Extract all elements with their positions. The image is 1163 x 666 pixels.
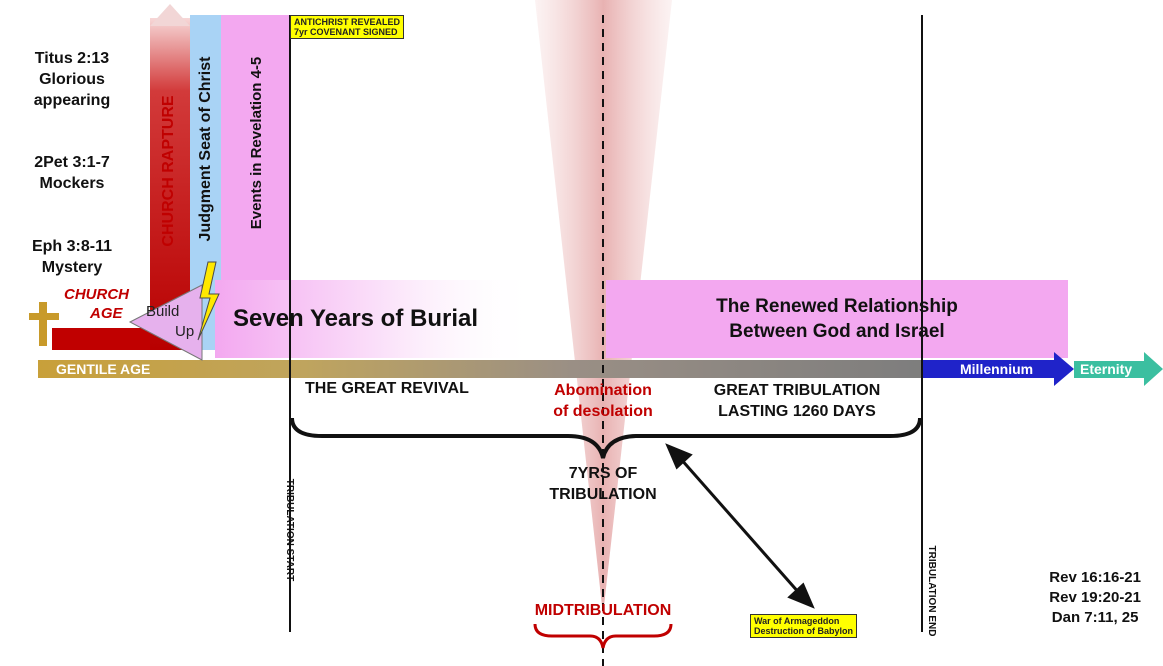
seven-years-brace [290, 417, 922, 459]
up-label: Up [175, 323, 195, 340]
midtribulation-cone [535, 0, 672, 615]
great-trib-line-2: LASTING 1260 DAYS [718, 403, 876, 420]
renewed-line-1: The Renewed Relationship [716, 296, 958, 317]
seven-yrs-line-1: 7YRS OF [568, 465, 638, 482]
antichrist-note: ANTICHRIST REVEALED 7yr COVENANT SIGNED [290, 15, 405, 39]
millennium-label: Millennium [960, 361, 1034, 377]
armageddon-double-arrow [665, 443, 815, 609]
eternity-label: Eternity [1080, 361, 1133, 377]
judgment-seat-label: Judgment Seat of Christ [197, 56, 214, 242]
burial-band [215, 280, 535, 358]
cross-icon [29, 302, 59, 346]
events-revelation-label: Events in Revelation 4-5 [248, 56, 265, 230]
right-references: Rev 16:16-21 Rev 19:20-21 Dan 7:11, 25 [1049, 568, 1141, 628]
midtribulation-brace [533, 623, 673, 649]
abomination-line-1: Abomination [554, 382, 652, 399]
age-label: AGE [90, 305, 123, 322]
ephesians-ref-text: Eph 3:8-11 [31, 238, 113, 255]
great-revival-label: THE GREAT REVIVAL [305, 380, 469, 397]
lightning-bolt-icon [197, 261, 220, 341]
millennium-arrow [922, 352, 1074, 386]
ephesians-desc-text: Mystery [41, 259, 103, 276]
armageddon-line-1: War of Armageddon [754, 616, 840, 626]
seven-years-tribulation-label: 7YRS OF TRIBULATION [535, 463, 671, 505]
armageddon-note: War of Armageddon Destruction of Babylon [750, 614, 858, 638]
gentile-age-axis [38, 360, 928, 378]
rapture-arrowhead [150, 4, 190, 26]
seven-yrs-line-2: TRIBULATION [549, 486, 657, 503]
gentile-age-label: GENTILE AGE [56, 361, 151, 377]
peter-desc-text: Mockers [39, 175, 105, 192]
abomination-line-2: of desolation [553, 403, 653, 420]
ephesians-reference: Eph 3:8-11 Mystery [6, 236, 138, 278]
titus-reference: Titus 2:13 Glorious appearing [6, 48, 138, 111]
abomination-label: Abomination of desolation [525, 380, 681, 422]
great-trib-line-1: GREAT TRIBULATION [713, 382, 881, 399]
titus-ref-text: Titus 2:13 [34, 50, 110, 67]
renewed-relationship-label: The Renewed Relationship Between God and… [606, 294, 1068, 344]
renewed-band [606, 280, 1068, 358]
church-label: CHURCH [64, 286, 129, 303]
rev-19-reference: Rev 19:20-21 [1049, 589, 1141, 606]
tribulation-start-label: TRIBULATION START [284, 478, 295, 582]
renewed-line-2: Between God and Israel [729, 321, 945, 342]
eternity-arrow [1074, 352, 1163, 386]
church-rapture-label: CHURCH RAPTURE [160, 95, 177, 247]
build-label: Build [146, 303, 180, 320]
midtribulation-label: MIDTRIBULATION [534, 602, 672, 619]
rev-16-reference: Rev 16:16-21 [1049, 569, 1141, 586]
seven-years-burial-label: Seven Years of Burial [233, 305, 479, 332]
great-tribulation-label: GREAT TRIBULATION LASTING 1260 DAYS [682, 380, 912, 422]
build-up-triangle [128, 284, 203, 361]
dan-7-reference: Dan 7:11, 25 [1051, 609, 1139, 626]
antichrist-line-2: 7yr COVENANT SIGNED [294, 27, 398, 37]
peter-ref-text: 2Pet 3:1-7 [34, 154, 110, 171]
antichrist-line-1: ANTICHRIST REVEALED [294, 17, 401, 27]
peter-reference: 2Pet 3:1-7 Mockers [6, 152, 138, 194]
titus-desc-text: Glorious appearing [33, 71, 111, 109]
tribulation-end-label: TRIBULATION END [926, 545, 937, 637]
armageddon-line-2: Destruction of Babylon [754, 626, 854, 636]
church-age-bar [52, 328, 172, 350]
